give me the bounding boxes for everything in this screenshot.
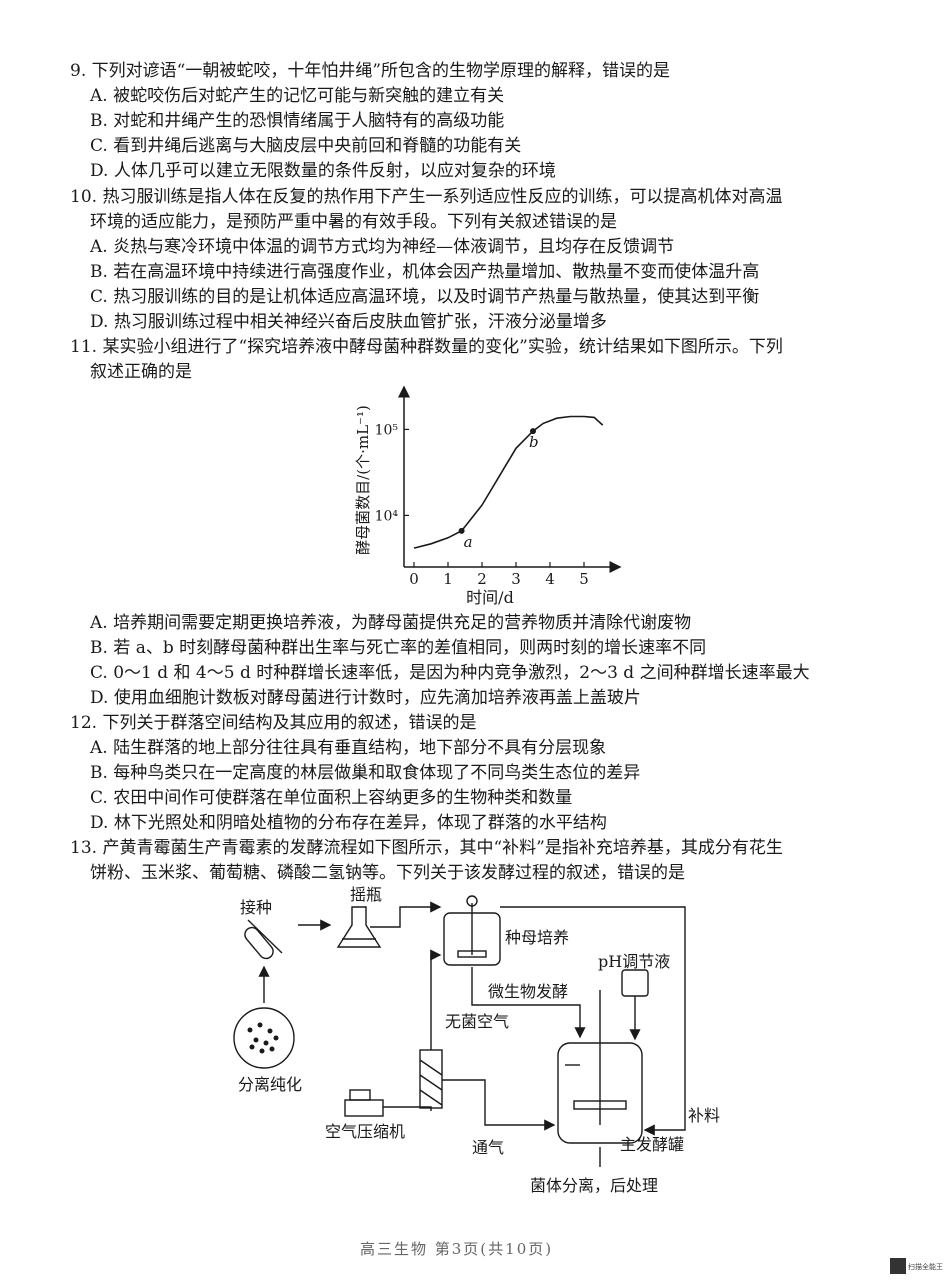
- q10-option-c: C. 热习服训练的目的是让机体适应高温环境，以及时调节产热量与散热量，使其达到平…: [90, 287, 760, 307]
- x-tick-label-4: 4: [545, 570, 555, 588]
- filter-icon: [419, 1049, 443, 1109]
- point-b: [530, 428, 536, 435]
- label-aeration: 通气: [472, 1138, 504, 1157]
- label-sterile-air: 无菌空气: [445, 1012, 509, 1031]
- q10-option-b: B. 若在高温环境中持续进行高强度作业，机体会因产热量增加、散热量不变而使体温升…: [90, 262, 760, 282]
- label-seed-culture: 种母培养: [505, 928, 569, 947]
- q11-stem-line1: 11. 某实验小组进行了“探究培养液中酵母菌种群数量的变化”实验，统计结果如下图…: [70, 337, 783, 357]
- q9-option-a: A. 被蛇咬伤后对蛇产生的记忆可能与新突触的建立有关: [90, 86, 505, 106]
- yeast-growth-chart: 0 1 2 3 4 5 10⁴ 10⁵ a b 时间/d 酵母菌数目/(个·mL⁻¹): [354, 385, 622, 607]
- q10-option-d: D. 热习服训练过程中相关神经兴奋后皮肤血管扩张，汗液分泌量增多: [90, 312, 607, 332]
- label-microbial-fermentation: 微生物发酵: [488, 982, 568, 1001]
- x-tick-label-3: 3: [511, 570, 521, 588]
- label-feeding: 补料: [688, 1106, 720, 1125]
- x-tick-label-5: 5: [579, 570, 589, 588]
- label-main-fermenter: 主发酵罐: [620, 1135, 684, 1154]
- q12-option-c: C. 农田中间作可使群落在单位面积上容纳更多的生物种类和数量: [90, 788, 573, 808]
- x-axis-label: 时间/d: [466, 588, 514, 607]
- y-tick-label-1: 10⁵: [375, 422, 399, 438]
- q11-option-b: B. 若 a、b 时刻酵母菌种群出生率与死亡率的差值相同，则两时刻的增长速率不同: [90, 638, 707, 658]
- point-label-a: a: [464, 533, 473, 551]
- main-fermenter-icon: [557, 990, 643, 1144]
- q10-stem-line2: 环境的适应能力，是预防严重中暑的有效手段。下列有关叙述错误的是: [90, 212, 617, 232]
- q13-stem-line2: 饼粉、玉米浆、葡萄糖、磷酸二氢钠等。下列关于该发酵过程的叙述，错误的是: [90, 863, 685, 883]
- q13-stem-line1: 13. 产黄青霉菌生产青霉素的发酵流程如下图所示，其中“补料”是指补充培养基，其…: [70, 838, 783, 858]
- q11-option-a: A. 培养期间需要定期更换培养液，为酵母菌提供充足的营养物质并清除代谢废物: [90, 613, 692, 633]
- label-isolation: 分离纯化: [238, 1075, 302, 1094]
- q11-option-d: D. 使用血细胞计数板对酵母菌进行计数时，应先滴加培养液再盖上盖玻片: [90, 688, 641, 708]
- watermark-label: 扫描全能王: [908, 1263, 943, 1271]
- test-tube-icon: [244, 919, 283, 960]
- label-ph-solution: pH调节液: [598, 952, 670, 971]
- q9-option-c: C. 看到井绳后逃离与大脑皮层中央前回和脊髓的功能有关: [90, 136, 522, 156]
- q10-option-a: A. 炎热与寒冷环境中体温的调节方式均为神经—体液调节，且均存在反馈调节: [90, 237, 675, 257]
- q11-stem-line2: 叙述正确的是: [90, 362, 192, 382]
- fermentation-diagram: 接种 摇瓶 种母培养 pH调节液 微生物发酵 无菌空气 分离纯化 空气压缩机 补…: [233, 885, 720, 1195]
- seed-tank-icon: [443, 895, 501, 966]
- page-footer: 高三生物 第3页(共10页): [360, 1240, 554, 1258]
- x-tick-label-2: 2: [477, 570, 487, 588]
- q12-option-b: B. 每种鸟类只在一定高度的林层做巢和取食体现了不同鸟类生态位的差异: [90, 763, 641, 783]
- y-axis-label: 酵母菌数目/(个·mL⁻¹): [354, 405, 372, 555]
- petri-dish-icon: [233, 1007, 295, 1069]
- q11-option-c: C. 0～1 d 和 4～5 d 时种群增长速率低，是因为种内竞争激烈，2～3 …: [90, 663, 810, 683]
- q12-option-d: D. 林下光照处和阴暗处植物的分布存在差异，体现了群落的水平结构: [90, 813, 607, 833]
- q9-option-b: B. 对蛇和井绳产生的恐惧情绪属于人脑特有的高级功能: [90, 111, 505, 131]
- label-separation: 菌体分离，后处理: [530, 1176, 658, 1195]
- x-tick-label-1: 1: [443, 570, 453, 588]
- label-inoculate: 接种: [240, 898, 272, 917]
- x-tick-label-0: 0: [409, 570, 419, 588]
- q9-stem: 9. 下列对谚语“一朝被蛇咬，十年怕井绳”所包含的生物学原理的解释，错误的是: [70, 61, 671, 81]
- point-a: [458, 527, 465, 534]
- q12-stem: 12. 下列关于群落空间结构及其应用的叙述，错误的是: [70, 713, 477, 733]
- y-tick-label-0: 10⁴: [375, 508, 399, 524]
- q9-option-d: D. 人体几乎可以建立无限数量的条件反射，以应对复杂的环境: [90, 161, 556, 181]
- q12-option-a: A. 陆生群落的地上部分往往具有垂直结构，地下部分不具有分层现象: [90, 738, 607, 758]
- qr-code-icon: [890, 1258, 906, 1274]
- point-label-b: b: [529, 433, 539, 451]
- label-air-compressor: 空气压缩机: [325, 1122, 405, 1141]
- ph-bottle-icon: [621, 969, 649, 1035]
- growth-curve: [413, 415, 604, 549]
- compressor-icon: [344, 1089, 384, 1117]
- label-shake-flask: 摇瓶: [350, 885, 382, 904]
- flask-icon: [336, 906, 382, 948]
- q10-stem-line1: 10. 热习服训练是指人体在反复的热作用下产生一系列适应性反应的训练，可以提高机…: [70, 187, 783, 207]
